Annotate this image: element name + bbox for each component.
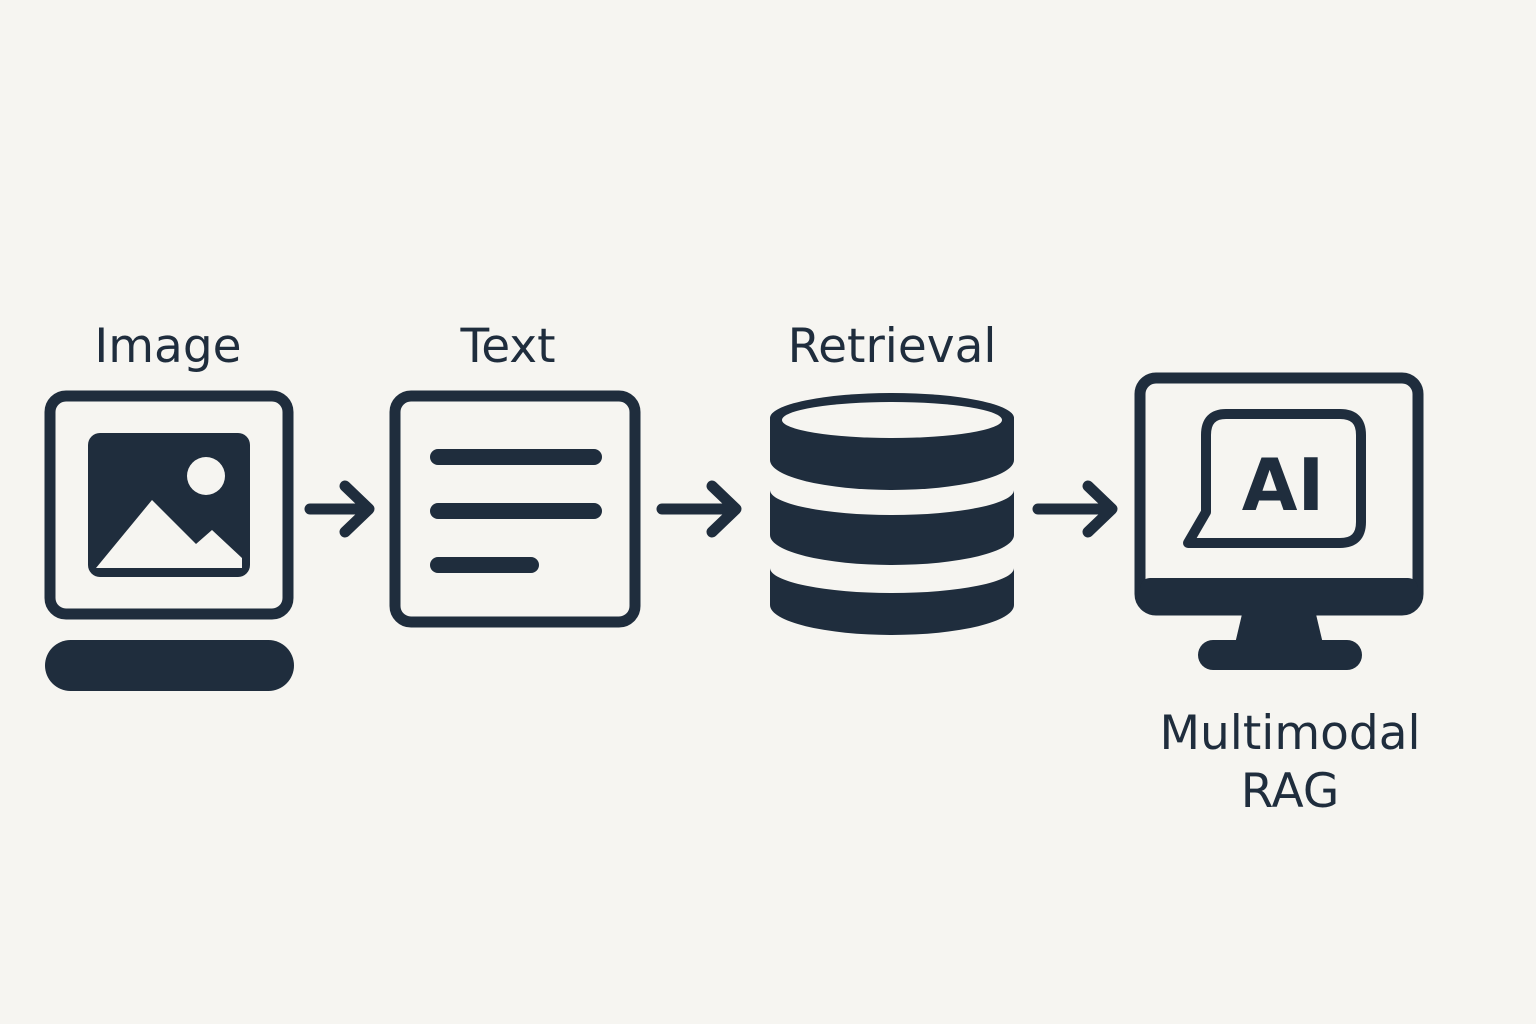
chat-bubble-icon: [1183, 409, 1366, 548]
arrow-right-icon: [304, 480, 375, 538]
document-line-2: [430, 503, 602, 519]
document-lines-icon: [389, 390, 641, 628]
picture-stand-base: [45, 640, 294, 691]
step-label-multimodal-rag: Multimodal RAG: [1120, 705, 1460, 821]
step-label-line-1: Multimodal: [1159, 706, 1421, 761]
step-label-retrieval: Retrieval: [787, 319, 997, 374]
monitor-ai-chat-icon: AI: [1134, 372, 1424, 670]
picture-mountains: [96, 500, 242, 568]
monitor-bezel-bottom: [1140, 578, 1418, 610]
database-top-face: [782, 402, 1002, 438]
step-label-text: Text: [460, 319, 556, 374]
document-line-1: [430, 449, 602, 465]
arrow-head: [706, 480, 742, 538]
arrow-right-icon: [656, 480, 742, 538]
arrow-head: [1082, 480, 1118, 538]
database-bottom-disk: [770, 568, 1014, 635]
document-line-3: [430, 557, 539, 573]
arrow-right-icon: [1032, 480, 1118, 538]
step-label-image: Image: [94, 319, 242, 374]
picture-sun: [187, 457, 225, 495]
database-middle-disk: [770, 490, 1014, 565]
ai-label: AI: [1242, 443, 1325, 527]
database-icon: [770, 393, 1014, 635]
step-label-line-2: RAG: [1240, 764, 1340, 819]
document-border: [389, 390, 641, 628]
arrow-head: [339, 480, 375, 538]
picture-frame-border: [44, 390, 294, 620]
picture-frame-icon: [44, 390, 294, 691]
monitor-neck: [1234, 610, 1324, 648]
monitor-stand-base: [1198, 640, 1362, 670]
